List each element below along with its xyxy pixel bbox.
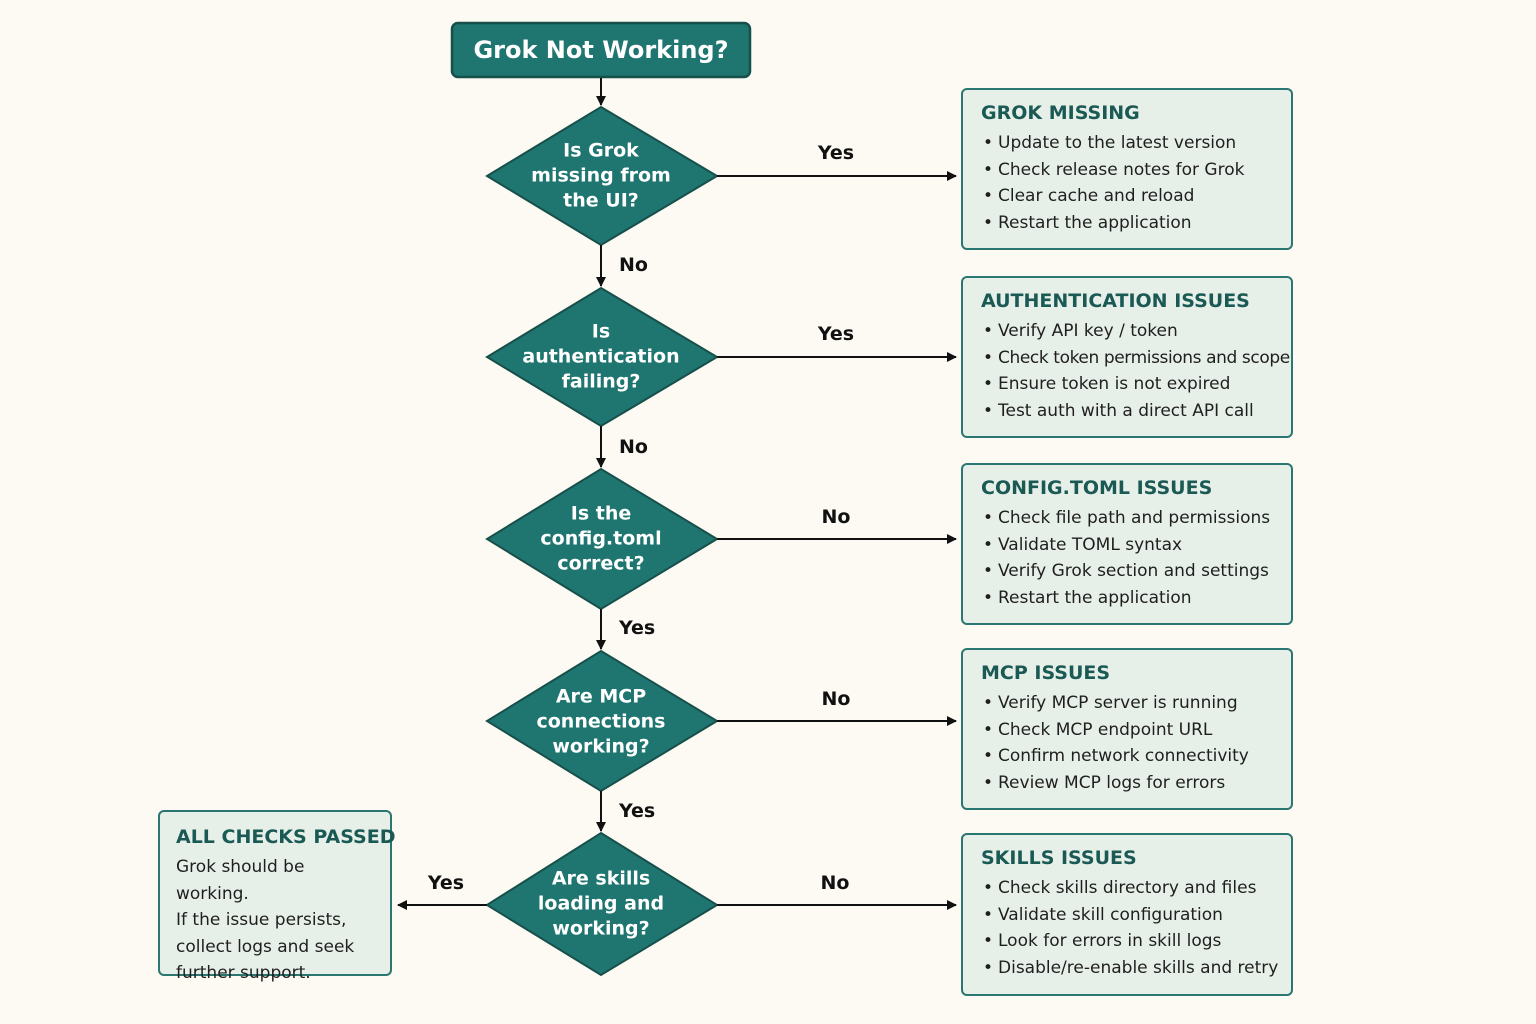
success-title: ALL CHECKS PASSED [176, 826, 396, 848]
outcome-item: Restart the application [981, 585, 1273, 612]
outcome-list: Check skills directory and files Validat… [981, 875, 1278, 982]
outcome-skills-issues: SKILLS ISSUES Check skills directory and… [961, 833, 1293, 996]
outcome-item: Confirm network connectivity [981, 743, 1273, 770]
outcome-item: Verify Grok section and settings [981, 558, 1273, 585]
start-label: Grok Not Working? [473, 36, 728, 64]
decision-1-line-1: Is Grok [563, 140, 639, 162]
success-line: Grok should be working. [176, 857, 305, 904]
success-box: ALL CHECKS PASSED Grok should be working… [158, 810, 396, 983]
outcome-item: Check file path and permissions [981, 505, 1273, 532]
start-node: Grok Not Working? [450, 21, 752, 79]
success-line: collect logs and seek [176, 936, 355, 957]
decision-2: Is authentication failing? [485, 286, 719, 428]
decision-2-line-2: authentication [522, 346, 679, 368]
edge-label-decision-1-right: Yes [817, 142, 854, 164]
edge-label-decision-4-right: No [822, 688, 851, 710]
decision-3-line-3: correct? [557, 553, 644, 575]
edge-label-decision-1-down: No [619, 254, 648, 276]
outcome-item: Verify API key / token [981, 318, 1273, 345]
edge-label-decision-2-right: Yes [817, 323, 854, 345]
decision-4-line-2: connections [536, 711, 665, 733]
outcome-item: Look for errors in skill logs [981, 928, 1273, 955]
decision-5-line-2: loading and [538, 893, 664, 915]
decision-4-line-3: working? [552, 736, 649, 758]
outcome-item: Check skills directory and files [981, 875, 1273, 902]
outcome-item: Test auth with a direct API call [981, 398, 1273, 425]
outcome-list: Verify API key / token Check token permi… [981, 318, 1290, 425]
outcome-config-toml-issues: CONFIG.TOML ISSUES Check file path and p… [961, 463, 1293, 625]
decision-5-line-1: Are skills [552, 868, 650, 890]
decision-5: Are skills loading and working? [485, 831, 719, 977]
outcome-item: Restart the application [981, 210, 1273, 237]
outcome-item: Review MCP logs for errors [981, 770, 1273, 797]
decision-1: Is Grok missing from the UI? [485, 105, 719, 247]
outcome-title: GROK MISSING [981, 102, 1140, 124]
outcome-title: SKILLS ISSUES [981, 847, 1137, 869]
outcome-item: Check release notes for Grok [981, 157, 1273, 184]
outcome-item: Disable/re-enable skills and retry [981, 955, 1278, 982]
outcome-authentication-issues: AUTHENTICATION ISSUES Verify API key / t… [961, 276, 1293, 438]
outcome-item: Validate TOML syntax [981, 532, 1273, 559]
success-line: If the issue persists, [176, 910, 347, 930]
decision-3: Is the config.toml correct? [485, 467, 719, 611]
success-line: further support. [176, 963, 311, 983]
edge-label-decision-2-down: No [619, 436, 648, 458]
decision-5-line-3: working? [552, 918, 649, 940]
outcome-list: Check file path and permissions Validate… [981, 505, 1273, 611]
edge-label-decision-4-down: Yes [618, 800, 655, 822]
decision-4-line-1: Are MCP [556, 686, 646, 708]
edge-label-decision-3-down: Yes [618, 617, 655, 639]
edge-label-decision-5-left: Yes [427, 872, 464, 894]
outcome-item: Ensure token is not expired [981, 371, 1273, 398]
edge-label-decision-5-right: No [821, 872, 850, 894]
outcome-grok-missing: GROK MISSING Update to the latest versio… [961, 88, 1293, 250]
decision-1-line-3: the UI? [563, 190, 639, 212]
decision-4: Are MCP connections working? [485, 649, 719, 793]
decision-3-line-1: Is the [571, 503, 632, 525]
outcome-title: AUTHENTICATION ISSUES [981, 290, 1250, 312]
outcome-item: Clear cache and reload [981, 183, 1273, 210]
outcome-list: Verify MCP server is running Check MCP e… [981, 690, 1273, 796]
outcome-item: Update to the latest version [981, 130, 1273, 157]
outcome-item: Check token permissions and scope [981, 345, 1290, 372]
decision-2-line-1: Is [592, 321, 610, 343]
outcome-item: Validate skill configuration [981, 902, 1273, 929]
outcome-item: Check MCP endpoint URL [981, 717, 1273, 744]
outcome-list: Update to the latest version Check relea… [981, 130, 1273, 236]
outcome-title: CONFIG.TOML ISSUES [981, 477, 1213, 499]
decision-3-line-2: config.toml [540, 528, 661, 550]
edge-label-decision-3-right: No [822, 506, 851, 528]
decision-2-line-3: failing? [562, 371, 641, 393]
outcome-title: MCP ISSUES [981, 662, 1111, 684]
decision-1-line-2: missing from [531, 165, 671, 187]
outcome-item: Verify MCP server is running [981, 690, 1273, 717]
outcome-mcp-issues: MCP ISSUES Verify MCP server is running … [961, 648, 1293, 810]
